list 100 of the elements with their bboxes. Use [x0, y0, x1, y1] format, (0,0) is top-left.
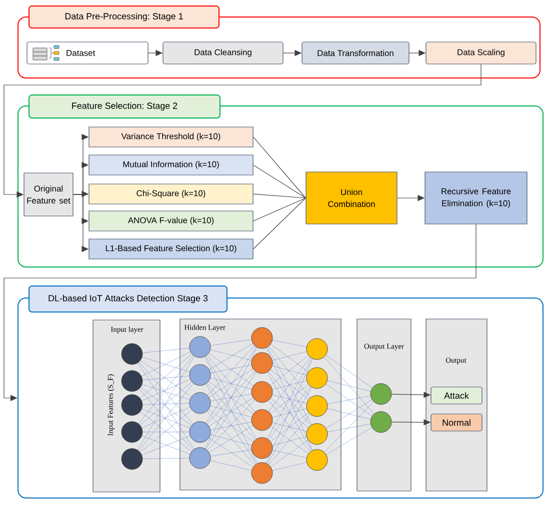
connection-line [272, 366, 307, 376]
connection-line [142, 403, 190, 405]
neuron-circle [370, 383, 392, 405]
connection-line [204, 347, 258, 449]
connection-line [210, 339, 252, 346]
connection-line [270, 356, 309, 386]
connection-line [327, 396, 371, 404]
connection-line [272, 394, 307, 404]
connection-line [140, 360, 192, 397]
connection-line [270, 344, 308, 372]
connection-line [206, 383, 256, 440]
neuron-circle [306, 338, 328, 360]
process-box: Data Cleansing [162, 42, 284, 64]
connection-line [208, 398, 254, 426]
stage-heading-tab: Data Pre-Processing: Stage 1 [28, 6, 220, 28]
connection-line [324, 402, 374, 452]
connection-line [268, 414, 310, 465]
connection-line [267, 372, 312, 451]
connection-line [206, 356, 256, 439]
connector-line [253, 136, 306, 198]
connection-line [267, 387, 312, 464]
connection-line [206, 372, 256, 450]
process-box: Dataset [26, 42, 148, 64]
connection-line [206, 346, 256, 424]
connection-line [142, 379, 190, 401]
connection-line [326, 427, 372, 455]
process-box: Normal [430, 414, 482, 432]
connection-line [208, 353, 254, 386]
connection-line [270, 412, 309, 442]
connection-line [270, 384, 309, 414]
connection-line [272, 380, 307, 390]
process-box: Variance Threshold (k=10) [88, 126, 254, 148]
neuron-circle [251, 327, 273, 349]
connection-line [272, 340, 307, 347]
process-box: ANOVA F-value (k=10) [88, 210, 254, 232]
connection-line [268, 357, 311, 412]
connection-line [210, 434, 252, 446]
neuron-circle [121, 370, 143, 392]
neuron-circle [121, 421, 143, 443]
connection-line [268, 386, 310, 440]
neuron-circle [189, 447, 211, 469]
connection-line [210, 406, 252, 418]
neuron-circle [306, 449, 328, 471]
connection-line [207, 400, 255, 450]
connection-line [268, 371, 311, 426]
process-box: Original Feature set [24, 172, 74, 216]
connection-line [210, 422, 252, 430]
neuron-circle [370, 411, 392, 433]
connection-line [267, 358, 312, 439]
connection-line [268, 400, 310, 452]
neuron-circle [306, 423, 328, 445]
connection-line [326, 384, 372, 416]
connection-line [207, 346, 255, 396]
connection-line [270, 398, 309, 428]
connection-line [206, 384, 256, 464]
connection-line [272, 436, 307, 446]
neuron-circle [251, 437, 273, 459]
connector-line [253, 164, 306, 198]
neuron-circle [251, 381, 273, 403]
connection-line [272, 408, 307, 418]
connection-line [206, 355, 256, 412]
connection-line [326, 355, 372, 388]
connection-line [266, 358, 313, 464]
connection-line [210, 350, 252, 360]
connection-line [268, 346, 310, 398]
process-box: Mutual Information (k=10) [88, 154, 254, 176]
connection-line [272, 422, 307, 432]
connection-line [207, 410, 255, 466]
connection-line [142, 357, 190, 372]
neuron-circle [306, 367, 328, 389]
connection-line [270, 370, 309, 400]
connection-line [267, 347, 312, 425]
connection-line [272, 462, 307, 471]
neuron-circle [306, 395, 328, 417]
process-box: Data Scaling [426, 42, 536, 64]
stage-heading-tab: Feature Selection: Stage 2 [28, 94, 220, 118]
connection-line [208, 438, 254, 468]
neuron-circle [189, 336, 211, 358]
connection-line [326, 400, 372, 428]
process-box: Chi-Square (k=10) [88, 184, 254, 204]
neuron-circle [189, 421, 211, 443]
connection-line [142, 384, 190, 400]
connection-line [327, 424, 371, 432]
process-box: Union Combination [306, 172, 398, 224]
neuron-circle [251, 352, 273, 374]
connection-line [210, 378, 252, 390]
connection-line [270, 426, 308, 454]
neuron-circle [251, 462, 273, 484]
connection-line [208, 368, 254, 398]
neuron-circle [189, 364, 211, 386]
connection-line [204, 356, 258, 464]
connection-line [210, 394, 252, 402]
connection-line [210, 450, 252, 456]
connector-line [253, 198, 306, 250]
connection-line [272, 450, 307, 458]
connection-line [142, 352, 191, 376]
connection-line [142, 458, 190, 459]
neuron-circle [251, 409, 273, 431]
process-box: L1-Based Feature Selection (k=10) [88, 238, 254, 260]
connection-line [324, 356, 374, 414]
